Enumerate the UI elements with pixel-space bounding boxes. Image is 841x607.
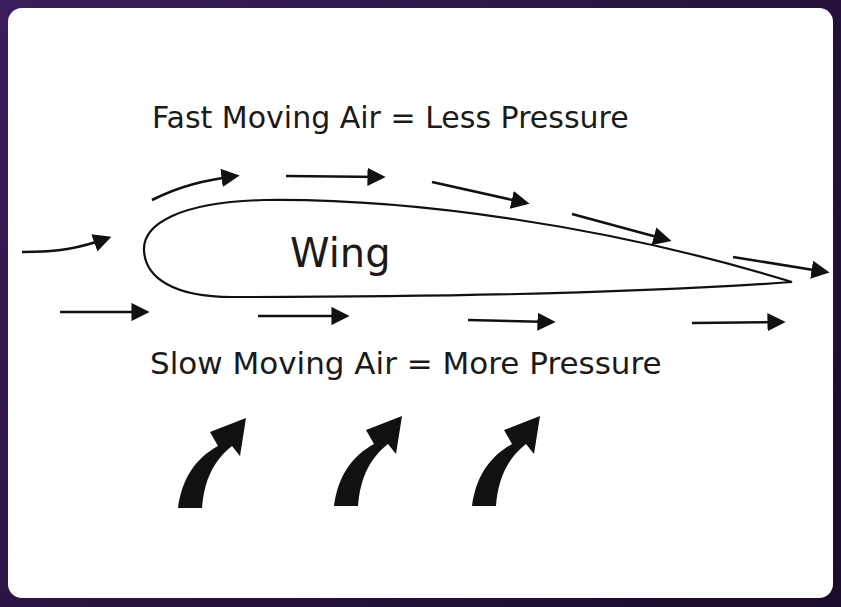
flow-arrow — [60, 311, 146, 314]
white-panel — [8, 8, 833, 598]
flow-arrow — [432, 182, 526, 203]
airfoil-path — [144, 200, 792, 297]
pressure-caption: Fast Moving Air = Less Pressure — [152, 100, 629, 135]
pressure-arrow — [472, 416, 540, 506]
pressure-caption: Slow Moving Air = More Pressure — [150, 345, 662, 381]
flow-arrow — [692, 322, 782, 323]
wing-airfoil: Wing — [140, 196, 796, 302]
pressure-arrow — [334, 416, 402, 506]
pressure-arrows — [178, 416, 540, 508]
wing-label: Wing — [290, 230, 391, 276]
flow-arrow — [258, 315, 346, 318]
airfoil-outline — [140, 196, 796, 302]
pressure-arrow — [178, 418, 246, 508]
flow-arrow — [152, 176, 236, 200]
flow-arrow — [22, 238, 108, 252]
flow-arrow — [286, 176, 382, 177]
flow-arrow — [468, 320, 552, 322]
